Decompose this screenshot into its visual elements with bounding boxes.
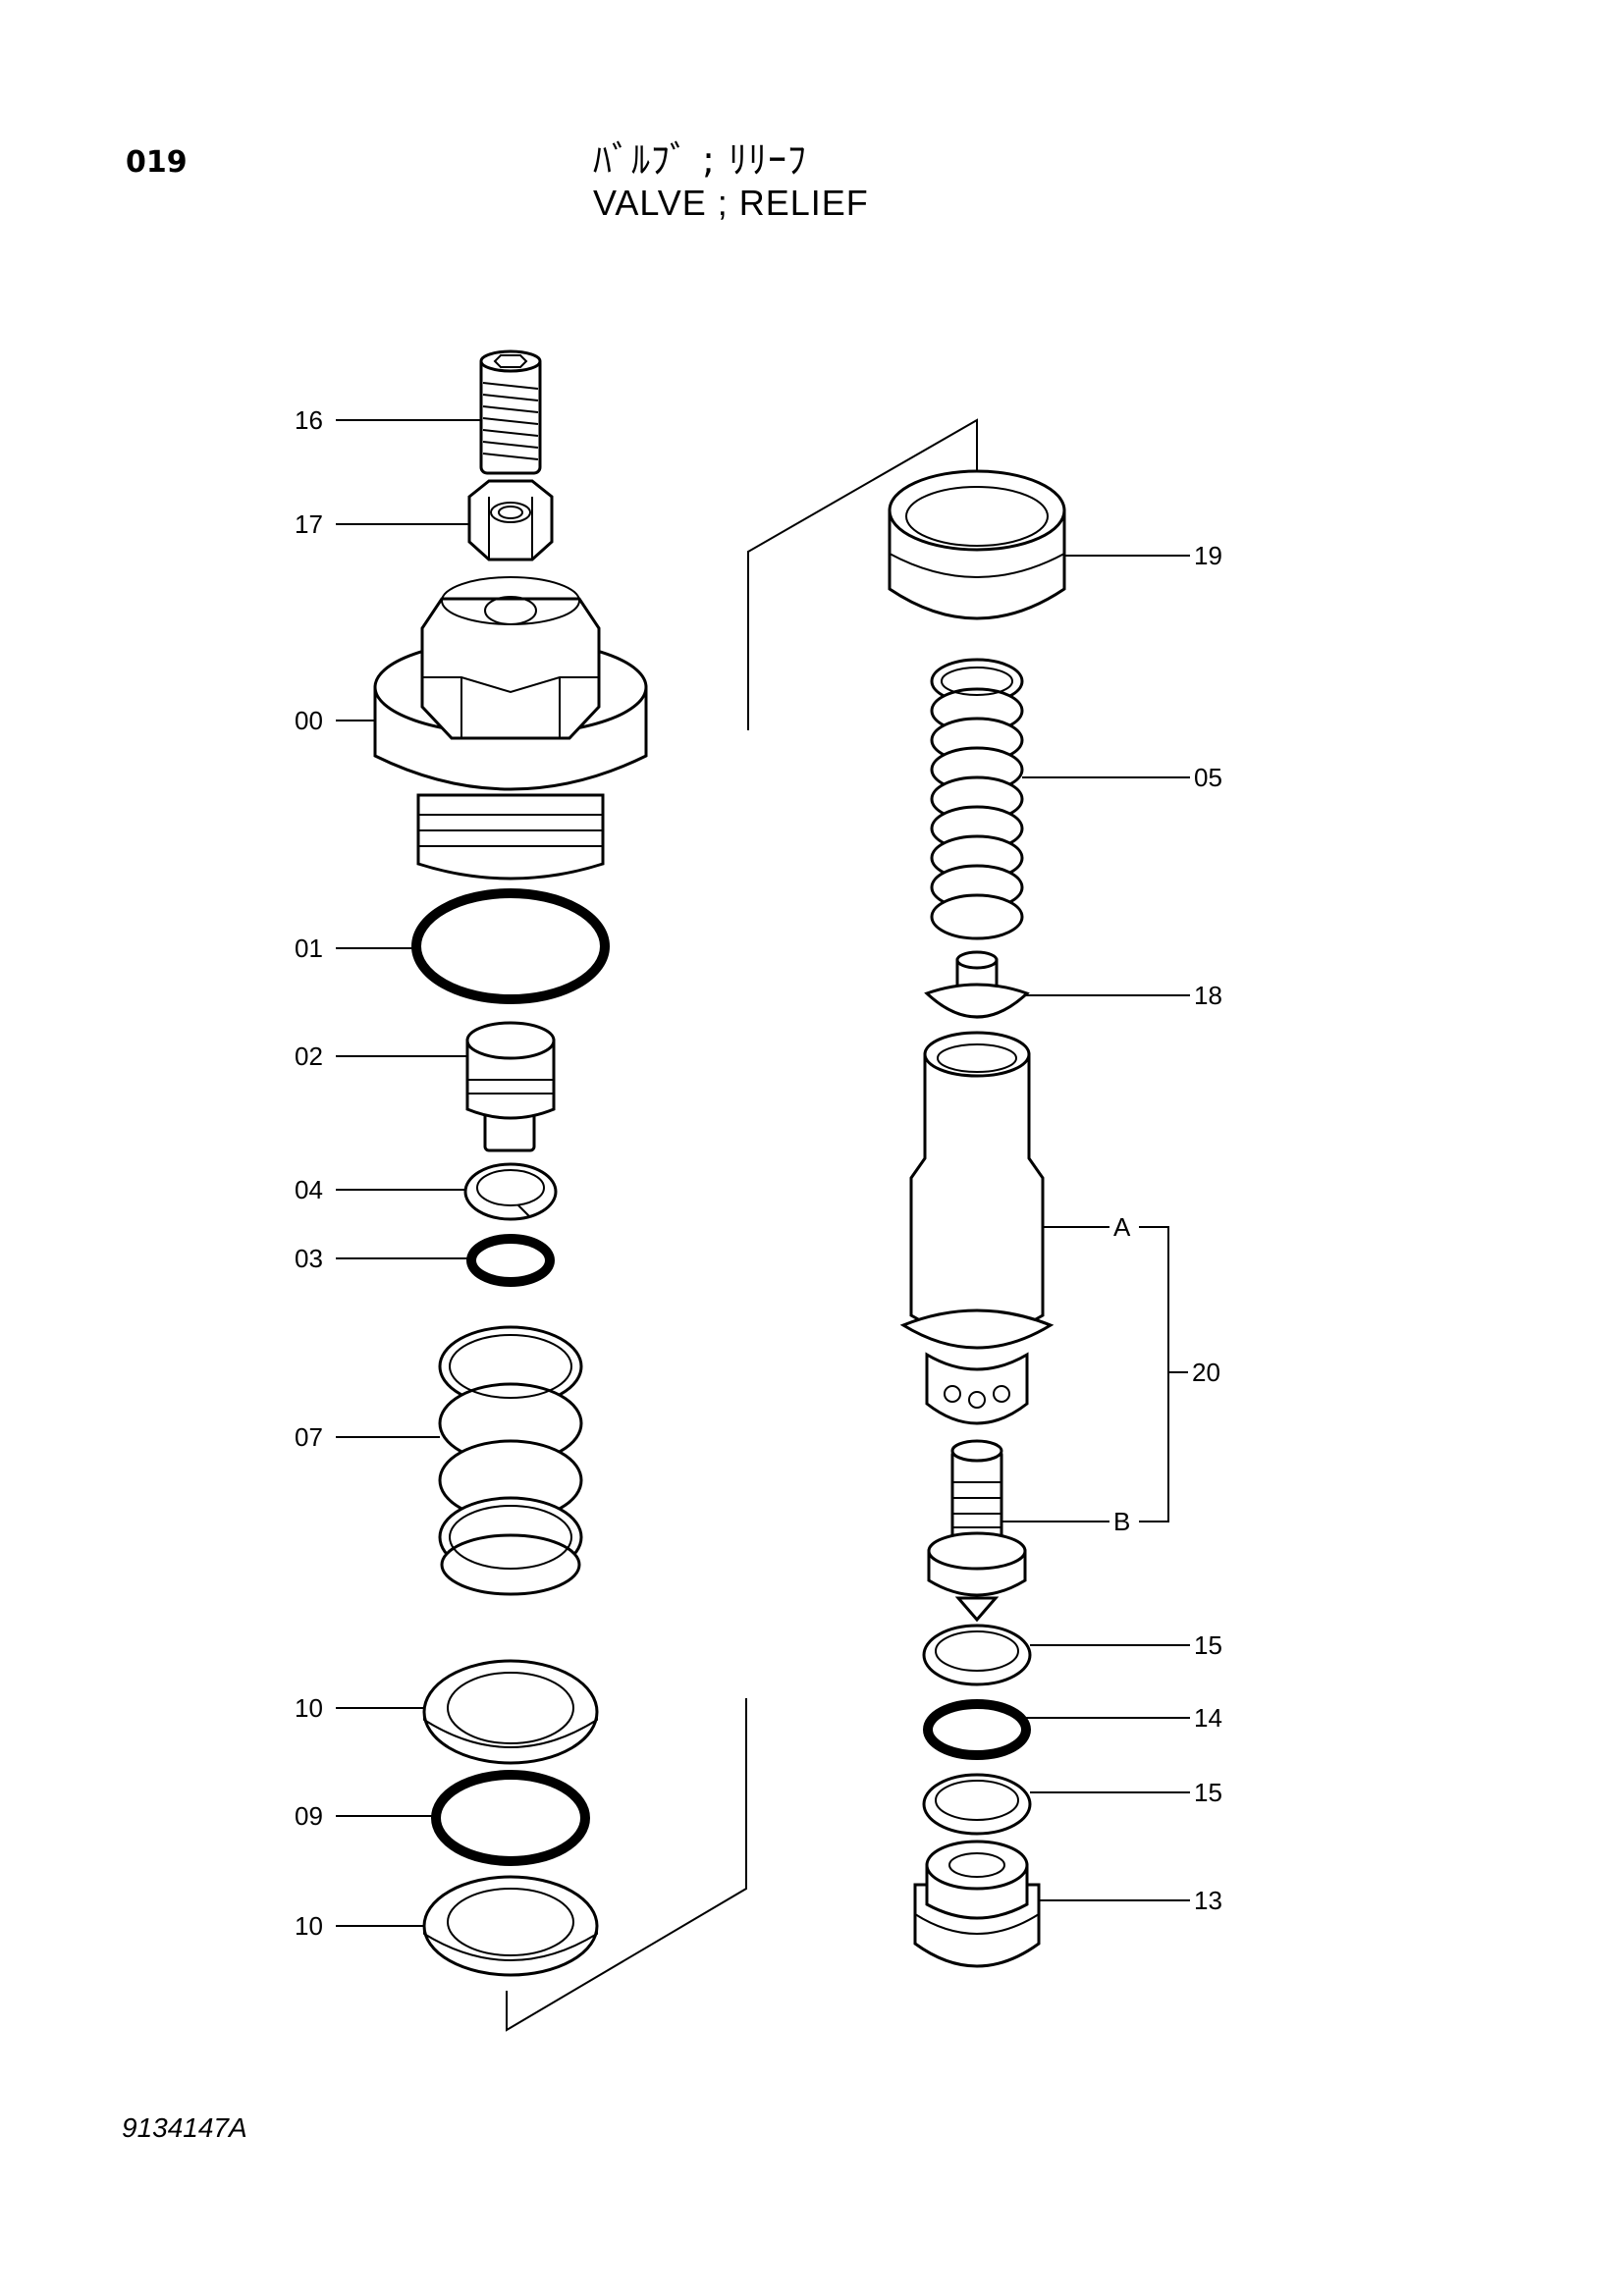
part-20-a-sleeve — [899, 1031, 1055, 1425]
part-10-washer-lower — [422, 1875, 599, 1977]
part-19-cap — [888, 469, 1066, 620]
callout-17: 17 — [295, 509, 323, 539]
callout-15-upper: 15 — [1194, 1630, 1222, 1660]
part-01-o-ring — [411, 888, 610, 1004]
callout-16: 16 — [295, 405, 323, 435]
part-04-backup-ring — [463, 1162, 558, 1221]
callout-09: 09 — [295, 1801, 323, 1831]
part-03-o-ring — [466, 1234, 555, 1287]
assembly-guide-line-lower — [506, 1698, 747, 2032]
callout-02: 02 — [295, 1041, 323, 1071]
callout-14: 14 — [1194, 1703, 1222, 1733]
callout-10-upper: 10 — [295, 1693, 323, 1723]
drawing-number: 9134147A — [122, 2112, 247, 2143]
leader-lines — [336, 419, 1190, 1927]
part-09-o-ring — [431, 1770, 590, 1866]
callout-20: 20 — [1192, 1358, 1220, 1387]
part-14-o-ring — [923, 1699, 1031, 1760]
callout-01: 01 — [295, 934, 323, 963]
title-japanese: ﾊﾞﾙﾌﾞ ; ﾘﾘｰﾌ — [593, 138, 807, 182]
part-17-nut — [467, 479, 554, 561]
callout-13: 13 — [1194, 1886, 1222, 1915]
part-16-set-screw — [479, 349, 542, 475]
part-00-plug — [373, 576, 648, 881]
callout-05: 05 — [1194, 763, 1222, 792]
part-15-backup-ring-upper — [922, 1624, 1032, 1686]
callout-labels: 16 17 00 01 02 04 03 07 10 09 10 19 05 1… — [295, 405, 1222, 1941]
page-number: 019 — [126, 145, 188, 180]
part-07-spring — [438, 1325, 583, 1596]
part-02-poppet — [465, 1021, 556, 1152]
part-13-seat — [913, 1840, 1041, 1968]
callout-00: 00 — [295, 706, 323, 735]
callout-07: 07 — [295, 1422, 323, 1452]
callout-03: 03 — [295, 1244, 323, 1273]
callout-15-lower: 15 — [1194, 1778, 1222, 1807]
callout-20-a: A — [1113, 1212, 1131, 1242]
callout-04: 04 — [295, 1175, 323, 1204]
callout-10-lower: 10 — [295, 1911, 323, 1941]
part-05-spring — [930, 658, 1024, 940]
title-english: VALVE ; RELIEF — [593, 183, 869, 223]
part-20-b-poppet — [927, 1439, 1027, 1623]
part-10-washer-upper — [422, 1659, 599, 1765]
callout-20-b: B — [1113, 1507, 1130, 1536]
part-15-backup-ring-lower — [922, 1773, 1032, 1836]
callout-18: 18 — [1194, 981, 1222, 1010]
callout-19: 19 — [1194, 541, 1222, 570]
part-18-spring-seat — [924, 950, 1030, 1019]
